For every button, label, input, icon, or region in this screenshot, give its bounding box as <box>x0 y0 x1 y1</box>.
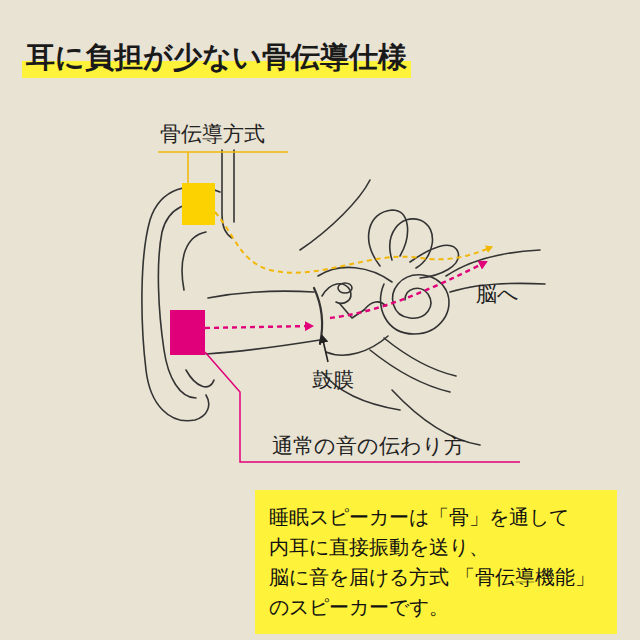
bone-conduction-device <box>182 183 215 225</box>
normal-path-label: 通常の音の伝わり方 <box>272 432 465 460</box>
eardrum-label: 鼓膜 <box>312 366 354 394</box>
note-box: 睡眠スピーカーは「骨」を通して 内耳に直接振動を送り、 脳に音を届ける方式 「骨… <box>255 490 617 634</box>
page-title: 耳に負担が少ない骨伝導仕様 <box>22 38 411 78</box>
method-label: 骨伝導方式 <box>160 120 265 148</box>
note-text: 睡眠スピーカーは「骨」を通して 内耳に直接振動を送り、 脳に音を届ける方式 「骨… <box>269 502 601 622</box>
air-conduction-speaker <box>170 310 205 355</box>
brain-label: 脳へ <box>476 280 519 308</box>
